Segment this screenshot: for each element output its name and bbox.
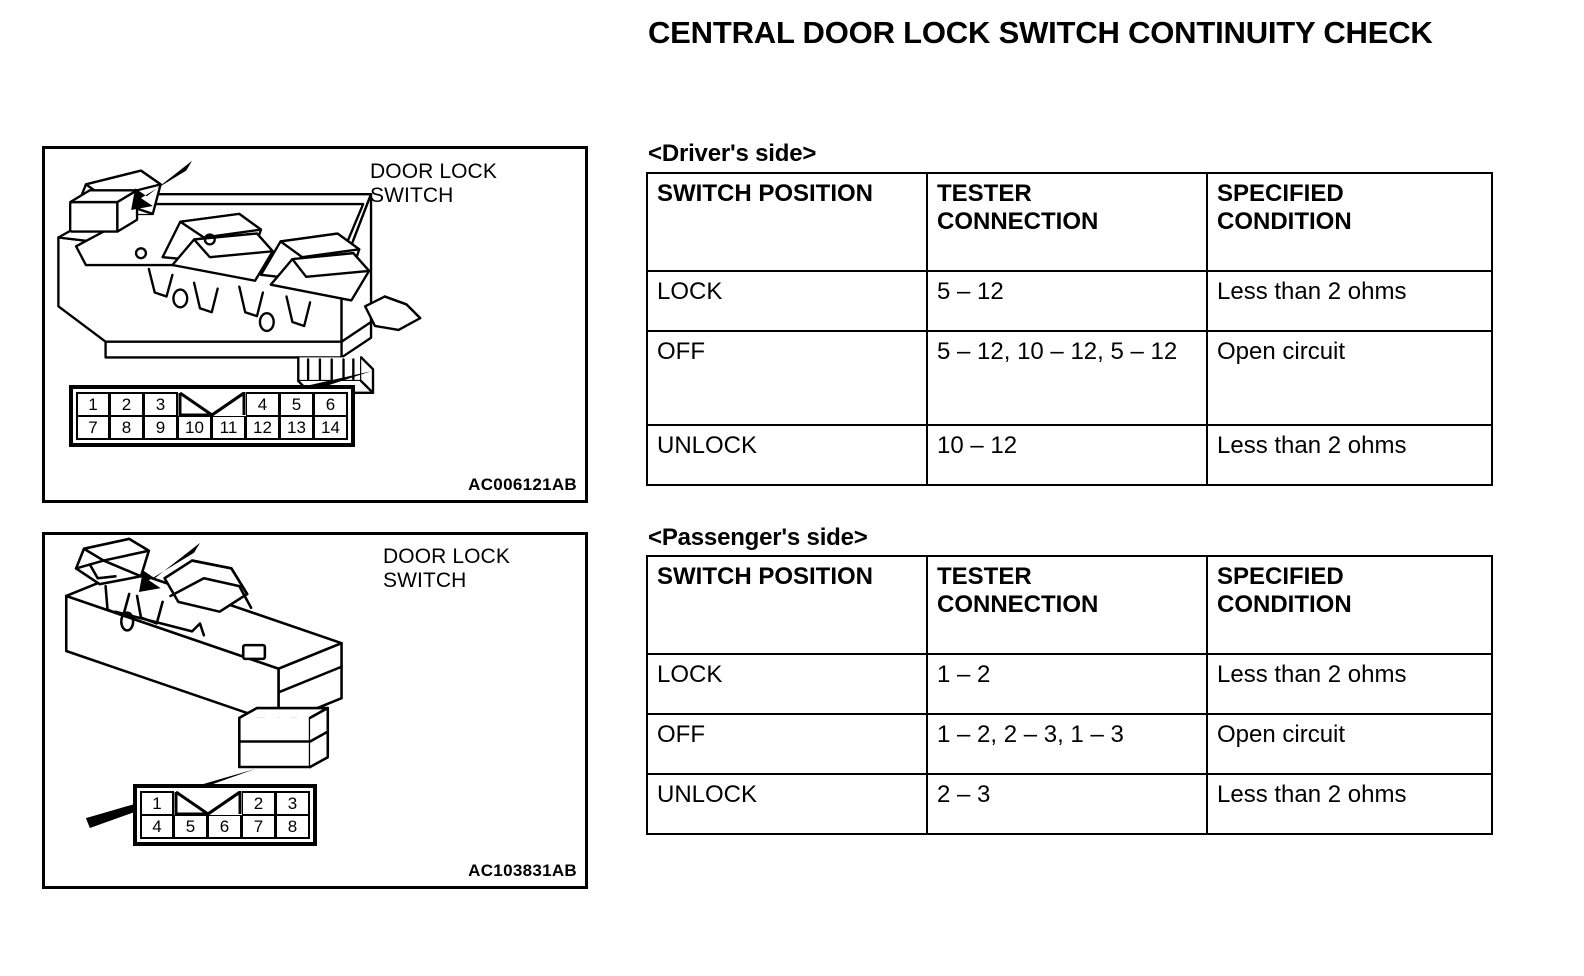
cell-tester-connection: 1 – 2, 2 – 3, 1 – 3	[926, 713, 1208, 775]
pin-cell: 6	[314, 392, 348, 416]
connector-pinout-passenger: 1 2 3 4 5 6 7 8	[133, 784, 317, 846]
cell-switch-position: OFF	[646, 330, 928, 426]
figure-code-passenger: AC103831AB	[468, 861, 577, 880]
section-caption-passenger: <Passenger's side>	[648, 524, 868, 551]
figure-code-driver: AC006121AB	[468, 475, 577, 494]
cell-specified-condition: Less than 2 ohms	[1206, 653, 1493, 715]
column-header-switch-position: SWITCH POSITION	[646, 555, 928, 655]
pin-cell: 4	[140, 815, 174, 839]
cell-switch-position: OFF	[646, 713, 928, 775]
passenger-switch-lineart	[64, 537, 343, 828]
cell-specified-condition: Less than 2 ohms	[1206, 773, 1493, 835]
pin-cell: 2	[242, 791, 276, 815]
spec-table-driver: SWITCH POSITION TESTER CONNECTION SPECIF…	[646, 172, 1493, 486]
cell-tester-connection: 5 – 12	[926, 270, 1208, 332]
table-row: OFF 1 – 2, 2 – 3, 1 – 3 Open circuit	[646, 713, 1493, 775]
pin-cell: 2	[110, 392, 144, 416]
pin-row-bottom: 4 5 6 7 8	[140, 815, 310, 839]
cell-switch-position: UNLOCK	[646, 424, 928, 486]
callout-arrow-icon	[139, 542, 200, 593]
table-row: LOCK 5 – 12 Less than 2 ohms	[646, 270, 1493, 332]
pin-cell: 13	[280, 416, 314, 440]
page-title: CENTRAL DOOR LOCK SWITCH CONTINUITY CHEC…	[648, 15, 1433, 50]
pin-cell: 8	[110, 416, 144, 440]
callout-label-passenger: DOOR LOCK SWITCH	[383, 545, 510, 592]
cell-switch-position: UNLOCK	[646, 773, 928, 835]
pin-row-bottom: 7 8 9 10 11 12 13 14	[76, 416, 348, 440]
section-caption-driver: <Driver's side>	[648, 140, 817, 167]
callout-arrow-icon	[131, 160, 193, 210]
pin-cell: 1	[76, 392, 110, 416]
pin-cell: 11	[212, 416, 246, 440]
pin-cell: 4	[246, 392, 280, 416]
spec-table-passenger: SWITCH POSITION TESTER CONNECTION SPECIF…	[646, 555, 1493, 835]
cell-switch-position: LOCK	[646, 270, 928, 332]
cell-switch-position: LOCK	[646, 653, 928, 715]
cell-tester-connection: 5 – 12, 10 – 12, 5 – 12	[926, 330, 1208, 426]
connector-pinout-driver: 1 2 3 4 5 6 7 8 9 10 11 12 13 14	[69, 385, 355, 447]
pin-cell: 3	[144, 392, 178, 416]
connector-notch-icon	[174, 791, 242, 815]
connector-notch-icon	[178, 392, 246, 416]
pin-row-top: 1 2 3 4 5 6	[76, 392, 348, 416]
column-header-tester-connection: TESTER CONNECTION	[926, 172, 1208, 272]
pin-cell: 1	[140, 791, 174, 815]
cell-specified-condition: Less than 2 ohms	[1206, 424, 1493, 486]
pin-cell: 12	[246, 416, 280, 440]
table-row: LOCK 1 – 2 Less than 2 ohms	[646, 653, 1493, 715]
callout-label-driver: DOOR LOCK SWITCH	[370, 160, 497, 207]
table-header-row: SWITCH POSITION TESTER CONNECTION SPECIF…	[646, 172, 1493, 272]
cell-tester-connection: 1 – 2	[926, 653, 1208, 715]
pin-cell: 9	[144, 416, 178, 440]
cell-tester-connection: 2 – 3	[926, 773, 1208, 835]
pin-cell: 14	[314, 416, 348, 440]
driver-switch-lineart	[57, 160, 422, 441]
column-header-specified-condition: SPECIFIED CONDITION	[1206, 172, 1493, 272]
illustration-panel-driver: DOOR LOCK SWITCH 1 2 3 4 5 6 7 8 9 10 11…	[42, 146, 588, 503]
pin-cell: 10	[178, 416, 212, 440]
cell-specified-condition: Open circuit	[1206, 713, 1493, 775]
pin-row-top: 1 2 3	[140, 791, 310, 815]
table-row: UNLOCK 10 – 12 Less than 2 ohms	[646, 424, 1493, 486]
column-header-switch-position: SWITCH POSITION	[646, 172, 928, 272]
table-header-row: SWITCH POSITION TESTER CONNECTION SPECIF…	[646, 555, 1493, 655]
pin-cell: 8	[276, 815, 310, 839]
pin-cell: 5	[280, 392, 314, 416]
pin-cell: 7	[242, 815, 276, 839]
table-row: UNLOCK 2 – 3 Less than 2 ohms	[646, 773, 1493, 835]
illustration-panel-passenger: DOOR LOCK SWITCH 1 2 3 4 5 6 7 8 AC10383…	[42, 532, 588, 889]
cell-specified-condition: Less than 2 ohms	[1206, 270, 1493, 332]
pin-cell: 3	[276, 791, 310, 815]
column-header-tester-connection: TESTER CONNECTION	[926, 555, 1208, 655]
pin-cell: 6	[208, 815, 242, 839]
cell-tester-connection: 10 – 12	[926, 424, 1208, 486]
table-row: OFF 5 – 12, 10 – 12, 5 – 12 Open circuit	[646, 330, 1493, 426]
cell-specified-condition: Open circuit	[1206, 330, 1493, 426]
column-header-specified-condition: SPECIFIED CONDITION	[1206, 555, 1493, 655]
pin-cell: 5	[174, 815, 208, 839]
pin-cell: 7	[76, 416, 110, 440]
